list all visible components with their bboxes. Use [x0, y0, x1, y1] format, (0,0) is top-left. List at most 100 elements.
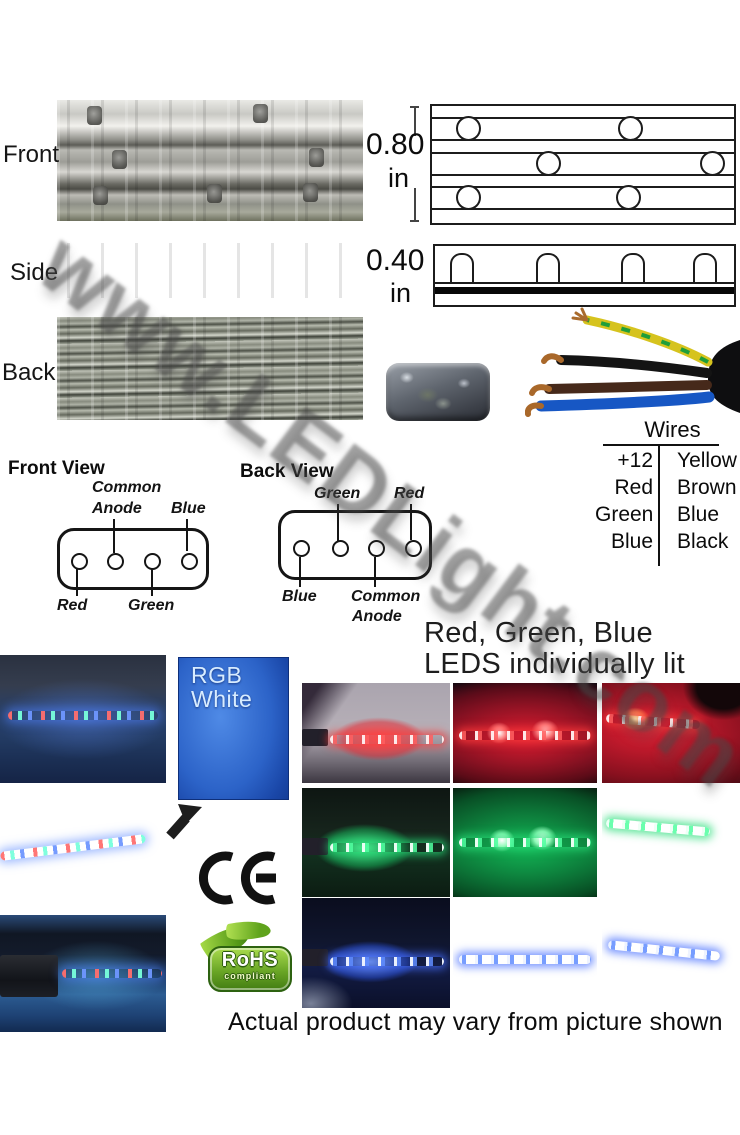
led-bump [112, 150, 127, 169]
led-photo-red-3 [602, 683, 740, 783]
wire-color-cell: Black [677, 530, 729, 553]
led-position-circle [536, 151, 561, 176]
pin-lead-line [299, 557, 301, 587]
signal-cell: Blue [610, 530, 653, 553]
back-connector [278, 510, 432, 580]
rohs-title: RoHS [221, 949, 279, 971]
led-position-circle [456, 116, 481, 141]
connector-pin [368, 540, 385, 557]
led-bump [87, 106, 102, 125]
side-photo [57, 243, 363, 298]
schematic-line [432, 152, 734, 154]
led-position-circle [700, 151, 725, 176]
wire-color-cell: Blue [677, 503, 720, 526]
connector-pin [107, 553, 124, 570]
led-dots [330, 957, 444, 967]
disclaimer-text: Actual product may vary from picture sho… [228, 1008, 723, 1036]
schematic-line [432, 186, 734, 188]
dimension-line [414, 107, 416, 136]
led-photo-green-1 [302, 788, 450, 897]
led-dots [459, 955, 591, 965]
led-dots [607, 940, 721, 962]
pin-lead-line [76, 568, 78, 596]
led-bump [309, 148, 324, 167]
led-dots [330, 735, 444, 744]
table-divider [658, 444, 660, 566]
rgb-white-swatch: RGB White [178, 657, 289, 800]
schematic-line [432, 208, 734, 210]
pin-label-common: Common [351, 588, 421, 605]
led-dots [459, 838, 591, 848]
wires-table: Wires +12 Yellow Red Brown Green Blue Bl… [595, 417, 740, 566]
table-divider [603, 444, 719, 446]
side-view-label: Side [10, 259, 59, 286]
led-dome [450, 253, 474, 284]
arrow-up-right-icon [166, 804, 202, 840]
table-row: Green Blue [595, 501, 740, 528]
front-connector [57, 528, 209, 590]
led-dots [605, 818, 711, 837]
rgb-swatch-label-2: White [191, 686, 253, 712]
front-view-label: Front [3, 141, 60, 168]
signal-cell: Green [595, 503, 654, 526]
table-row: Blue Black [595, 528, 740, 555]
pin-label-common: Common [92, 479, 162, 496]
led-photo-green-2 [453, 788, 597, 897]
dimension-tick [410, 220, 419, 222]
led-bump [303, 183, 318, 202]
rgb-rope-photo-2 [0, 783, 166, 908]
pin-lead-line [337, 504, 339, 542]
pin-lead-line [410, 504, 412, 540]
led-bump [253, 104, 268, 123]
depth-dimension-unit: in [390, 278, 412, 308]
led-dome [621, 253, 645, 284]
rgb-rope-photo-1 [0, 655, 166, 783]
led-position-circle [456, 185, 481, 210]
led-dome [536, 253, 560, 284]
caption-line2: LEDS individually lit [424, 648, 685, 680]
led-dots [605, 713, 701, 730]
height-dimension-unit: in [388, 163, 410, 193]
led-photo-green-3 [602, 788, 740, 897]
pin-lead-line [113, 519, 115, 553]
led-photo-red-1 [302, 683, 450, 783]
table-row: Red Brown [595, 474, 740, 501]
top-view-schematic [430, 104, 736, 225]
pin-label-red: Red [394, 485, 425, 502]
led-photo-red-2 [453, 683, 597, 783]
connector-pin [293, 540, 310, 557]
pin-label-green: Green [314, 485, 361, 502]
ce-mark: CE [192, 848, 278, 908]
led-position-circle [616, 185, 641, 210]
pin-label-blue: Blue [282, 588, 317, 605]
connector-pin [181, 553, 198, 570]
depth-dimension-value: 0.40 [366, 244, 425, 277]
led-dots [0, 834, 147, 861]
rgb-swatch-label-1: RGB [191, 662, 243, 688]
front-photo [57, 100, 363, 221]
led-photo-blue-3 [602, 898, 740, 1008]
pin-label-green: Green [128, 597, 175, 614]
led-photo-blue-1 [302, 898, 450, 1008]
led-dome [693, 253, 717, 284]
schematic-line [432, 174, 734, 176]
height-dimension-value: 0.80 [366, 128, 425, 161]
wires-table-title: Wires [644, 417, 701, 442]
led-dots [62, 968, 162, 978]
dimension-line [414, 188, 416, 221]
back-photo [57, 317, 363, 420]
led-dots [8, 711, 158, 721]
rohs-subtitle: compliant [224, 971, 276, 981]
rohs-badge: RoHS compliant [208, 946, 292, 992]
signal-cell: +12 [617, 449, 653, 472]
schematic-line [432, 117, 734, 119]
front-view-diagram-title: Front View [8, 458, 105, 479]
led-position-circle [618, 116, 643, 141]
side-view-schematic [433, 244, 736, 307]
pin-label-anode: Anode [352, 608, 402, 625]
connector-pin [332, 540, 349, 557]
rope-end-photo [386, 363, 490, 421]
rohs-logo: RoHS compliant [198, 915, 294, 996]
signal-cell: Red [614, 476, 653, 499]
